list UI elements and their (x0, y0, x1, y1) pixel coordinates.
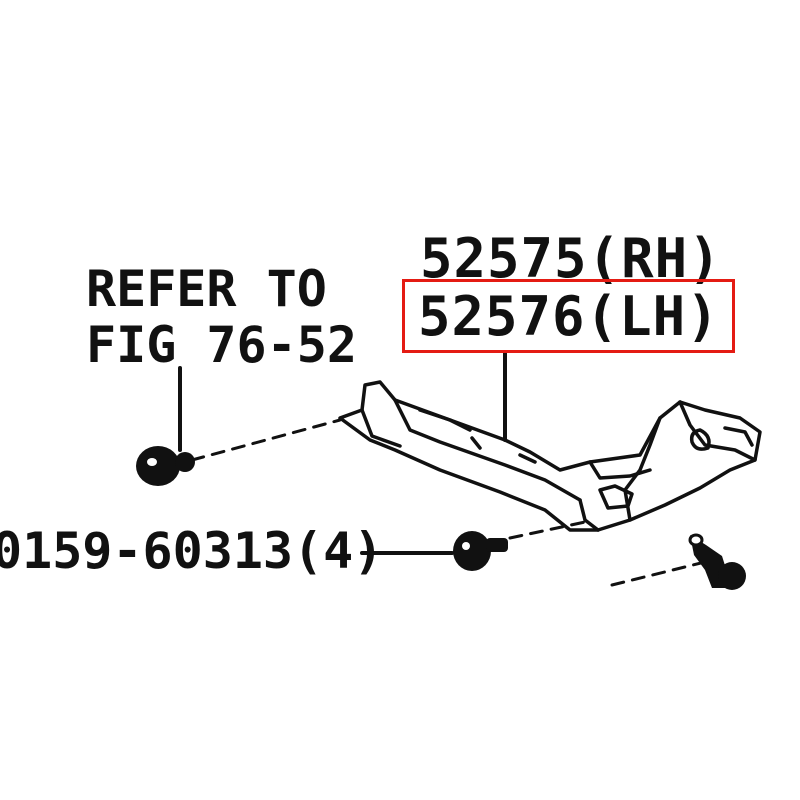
fastener-dashed-line-middle (508, 520, 587, 540)
refer-note-line-1: REFER TO (86, 260, 327, 318)
bracket-part (338, 380, 762, 532)
part-number-bolt: 0159-60313(4) (0, 522, 384, 580)
highlight-box (402, 279, 735, 353)
nut-icon (136, 446, 195, 486)
fastener-dashed-line-upper (190, 418, 342, 462)
part-number-lh[interactable]: 52576(LH) (418, 285, 720, 348)
refer-note-line-2: FIG 76-52 (86, 316, 357, 374)
bolt-icon (453, 531, 508, 571)
nut-icon (688, 533, 746, 590)
fastener-dashed-line-lower (610, 560, 707, 587)
part-number-rh: 52575(RH) (420, 227, 722, 290)
